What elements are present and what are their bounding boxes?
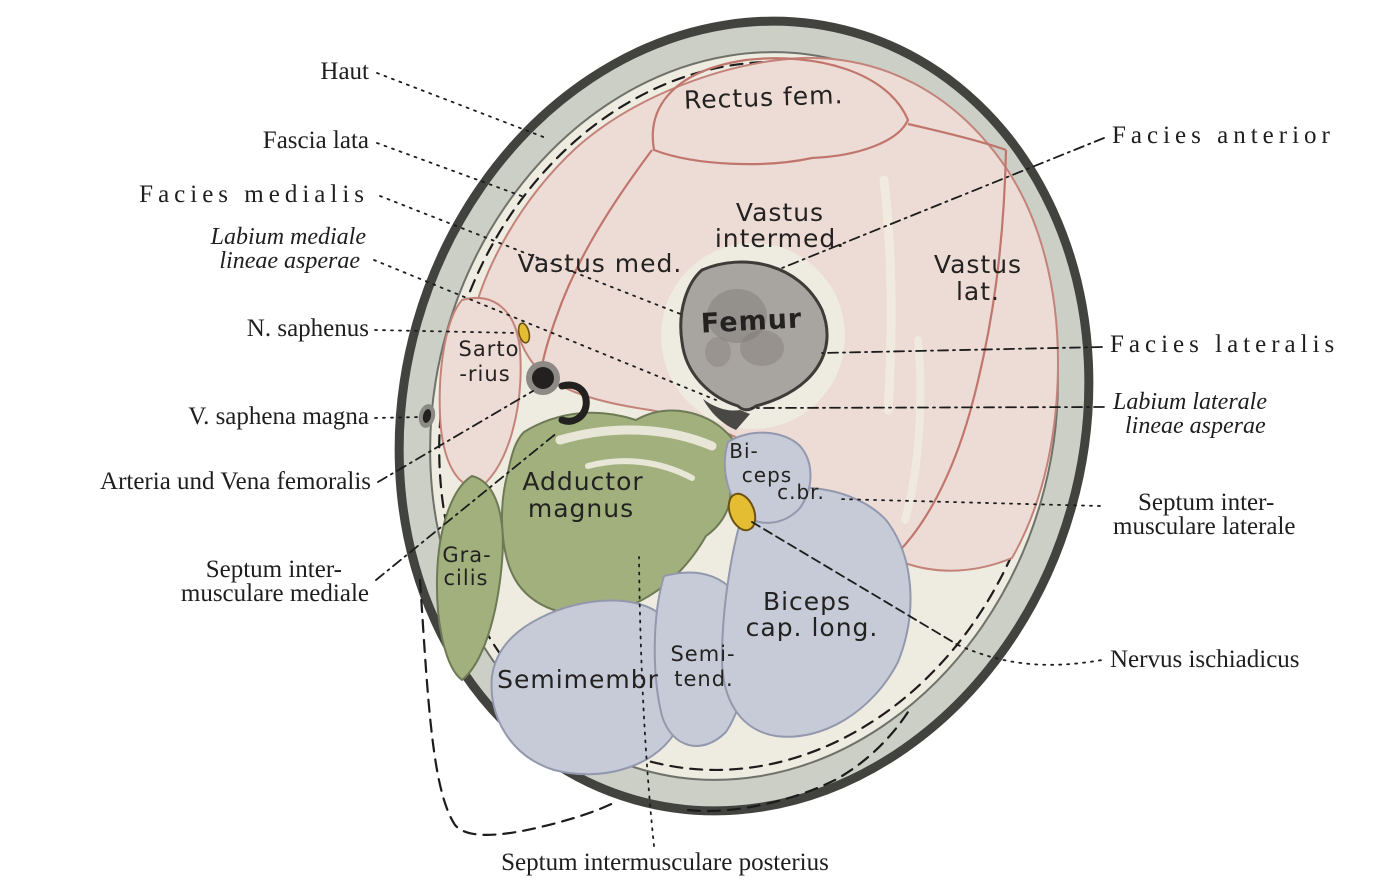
leader-septum-mediale [375, 431, 559, 581]
leader-v-saphena-magna [374, 416, 422, 419]
label-v-saphena-magna: V. saphena magna [188, 403, 369, 430]
label-semitendinosus-line1: Semi- [670, 642, 735, 666]
label-gracilis-line2: cilis [444, 566, 489, 590]
label-septum-posterius: Septum intermusculare posterius [501, 849, 829, 876]
label-biceps-breve-line2: ceps [742, 463, 792, 487]
rectus-femoris-border [651, 57, 910, 166]
vastus-medialis-divider [539, 149, 653, 373]
label-fascia-lata: Fascia lata [263, 127, 369, 154]
leader-facies-anterior [781, 137, 1105, 269]
saphenous-nerve-spot [517, 322, 531, 344]
label-semitendinosus-line2: tend. [674, 667, 733, 691]
label-labium-mediale-line2: lineae asperae [219, 248, 360, 274]
leader-septum-laterale [837, 498, 1101, 507]
femur-medulla-spot [707, 289, 767, 343]
femoral-artery-vessel [532, 367, 554, 389]
label-n-saphenus: N. saphenus [247, 315, 369, 342]
muscle-semimembranosus-shape [490, 599, 684, 776]
muscle-gracilis-shape [435, 474, 504, 682]
label-biceps-breve-line1: Bi- [729, 439, 759, 463]
label-septum-laterale-line1: Septum inter- [1138, 489, 1274, 516]
leader-fascia-lata [376, 142, 528, 199]
leader-haut [376, 72, 547, 139]
leader-facies-medialis [379, 195, 684, 316]
label-septum-mediale-line1: Septum inter- [206, 556, 342, 583]
label-vastus-lateralis-line1: Vastus [934, 250, 1022, 279]
label-adductor-magnus-line1: Adductor [522, 467, 643, 496]
leader-labium-mediale [373, 259, 717, 401]
fascia-festoon-right [686, 710, 910, 813]
label-haut: Haut [320, 58, 369, 85]
adductor-tendon-streak [585, 458, 695, 481]
linea-aspera [703, 399, 750, 430]
label-nervus-ischiadicus: Nervus ischiadicus [1110, 646, 1300, 673]
femur-medulla-spot [705, 337, 731, 367]
label-labium-mediale-line1: Labium mediale [210, 224, 367, 250]
label-labium-laterale-line1: Labium laterale [1112, 389, 1267, 415]
leader-septum-posterius [638, 556, 655, 847]
label-gracilis-line1: Gra- [442, 543, 491, 567]
muscle-biceps-longum-shape [720, 486, 912, 738]
label-vastus-intermedius-line1: Vastus [736, 198, 824, 227]
leader-facies-lateralis [821, 346, 1103, 354]
fascia-festoon-left [418, 578, 620, 836]
leader-nervus-ischiadicus-outer [957, 644, 1103, 666]
leader-n-saphenus [374, 329, 518, 334]
label-vastus-medialis: Vastus med. [518, 249, 683, 278]
label-femur: Femur [700, 303, 803, 339]
label-biceps-longum-line1: Biceps [763, 587, 851, 616]
femur-medulla-spot [740, 330, 784, 366]
label-facies-medialis: Facies medialis [139, 181, 369, 208]
label-semimembranosus: Semimembr [497, 665, 659, 694]
tendon-streak-intermed [879, 175, 896, 415]
label-labium-laterale-line2: lineae asperae [1125, 413, 1266, 439]
femoral-vein-vessel [558, 381, 590, 425]
adductor-tendon-streak [555, 425, 717, 451]
vastus-lateralis-divider [889, 122, 1008, 561]
saphenous-vein-vessel [422, 409, 432, 423]
tendon-streak-lat [901, 336, 925, 524]
label-biceps-breve-line3: c.br. [777, 480, 825, 504]
label-adductor-magnus-line2: magnus [528, 494, 634, 523]
label-rectus-femoris: Rectus fem. [684, 80, 844, 115]
label-vastus-intermedius-line2: intermed. [715, 224, 845, 253]
sciatic-nerve-spot [727, 492, 757, 532]
label-septum-laterale-line2: musculare laterale [1113, 513, 1296, 540]
label-facies-anterior: Facies anterior [1112, 122, 1335, 149]
label-vastus-lateralis-line2: lat. [956, 277, 1000, 306]
label-sartorius-line2: -rius [459, 362, 510, 386]
leader-nervus-ischiadicus-inner [751, 521, 959, 646]
label-sartorius-line1: Sarto [459, 337, 520, 361]
leader-labium-laterale [751, 406, 1105, 409]
label-septum-mediale-line2: musculare mediale [181, 580, 369, 607]
label-biceps-longum-line2: cap. long. [746, 613, 879, 642]
leader-arteria-vena-femoralis [377, 390, 534, 483]
femur-shape [679, 260, 829, 412]
label-arteria-vena-femoralis: Arteria und Vena femoralis [100, 468, 371, 495]
label-facies-lateralis: Facies lateralis [1110, 331, 1339, 358]
